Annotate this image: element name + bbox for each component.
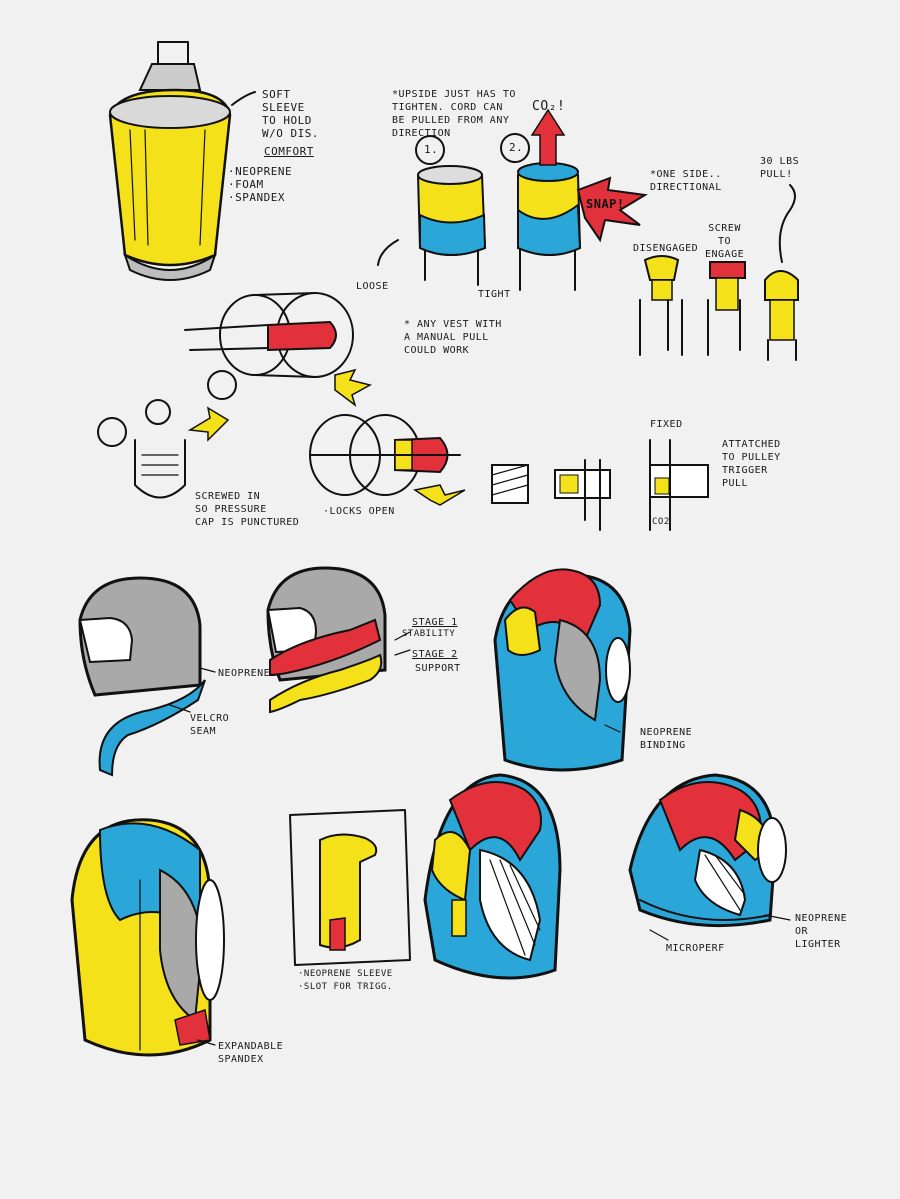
- note-loose: LOOSE: [356, 281, 389, 292]
- helmet-sketch-1: [78, 576, 206, 777]
- note-expandable-spandex: EXPANDABLE SPANDEX: [218, 1041, 284, 1065]
- note-neoprene: NEOPRENE: [218, 668, 271, 679]
- cap-screw-diagram: [97, 399, 230, 499]
- note-stage-2: STAGE 2: [412, 649, 458, 660]
- note-stage-1: STAGE 1: [412, 617, 458, 628]
- note-comfort: COMFORT: [264, 145, 314, 158]
- note-step-2: 2.: [509, 141, 524, 154]
- note-sleeve-slot: ·NEOPRENE SLEEVE ·SLOT FOR TRIGG.: [298, 969, 393, 992]
- note-stability: STABILITY: [402, 629, 456, 639]
- locking-cylinder: [309, 414, 466, 506]
- note-screw-to-engage: SCREW TO ENGAGE: [705, 223, 745, 260]
- note-neoprene-lighter: NEOPRENE OR LIGHTER: [795, 913, 848, 950]
- cylinder-assembly: [184, 292, 373, 407]
- note-co2-small: CO2: [652, 517, 670, 527]
- note-microperf: MICROPERF: [666, 943, 725, 954]
- canister-sketches: [377, 108, 648, 291]
- note-soft-sleeve: SOFT SLEEVE TO HOLD W/O DIS.: [262, 88, 319, 140]
- note-velcro-seam: VELCRO SEAM: [190, 713, 230, 737]
- vest-sketch-2: [70, 818, 225, 1057]
- note-30lbs-pull: 30 LBS PULL!: [760, 156, 800, 180]
- note-disengaged: DISENGAGED: [633, 243, 699, 254]
- sleeve-detail-box: [289, 809, 411, 966]
- fixed-section-diagram: [491, 439, 709, 531]
- note-attatched: ATTATCHED TO PULLEY TRIGGER PULL: [722, 439, 781, 489]
- note-tight: TIGHT: [478, 289, 511, 300]
- note-step-1: 1.: [424, 143, 439, 156]
- note-co2: CO₂!: [532, 99, 566, 114]
- trigger-mechanisms: [639, 184, 799, 361]
- vest-sketch-1: [493, 568, 632, 772]
- note-screwed-in: SCREWED IN SO PRESSURE CAP IS PUNCTURED: [195, 491, 300, 528]
- note-materials: ·NEOPRENE ·FOAM ·SPANDEX: [228, 165, 293, 204]
- note-support: SUPPORT: [415, 663, 461, 674]
- note-neoprene-binding: NEOPRENE BINDING: [640, 727, 693, 751]
- note-snap: SNAP!: [586, 197, 625, 211]
- bottle-sketch: [108, 41, 256, 281]
- note-any-vest: * ANY VEST WITH A MANUAL PULL COULD WORK: [404, 319, 502, 356]
- note-one-side: *ONE SIDE.. DIRECTIONAL: [650, 169, 722, 193]
- note-fixed: FIXED: [650, 419, 683, 430]
- vest-sketch-4: [628, 773, 787, 928]
- vest-sketch-3: [423, 773, 562, 980]
- note-locks-open: ·LOCKS OPEN: [323, 506, 395, 517]
- note-upside: *UPSIDE JUST HAS TO TIGHTEN. CORD CAN BE…: [392, 89, 516, 139]
- helmet-sketch-2: [266, 566, 387, 714]
